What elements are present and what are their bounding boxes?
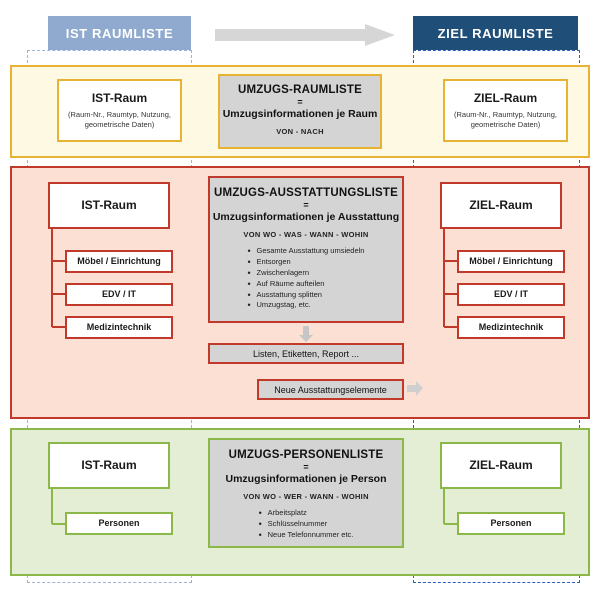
equipment-right-child-1-label: EDV / IT (493, 288, 528, 299)
header-ziel-raumliste: ZIEL RAUMLISTE (413, 16, 578, 50)
header-ist-raumliste: IST RAUMLISTE (48, 16, 191, 50)
rooms-panel-title: UMZUGS-RAUMLISTE (238, 84, 362, 96)
persons-bullet-2: Neue Telefonnummer etc. (259, 529, 354, 542)
rooms-ist-raum-detail: (Raum-Nr., Raumtyp, Nutzung, geometrisch… (68, 109, 171, 129)
rooms-ist-raum-box: IST-Raum (Raum-Nr., Raumtyp, Nutzung, ge… (57, 79, 182, 142)
rooms-panel-subtitle: Umzugsinformationen je Raum (222, 108, 378, 120)
equipment-left-child-2-label: Medizintechnik (86, 321, 152, 332)
persons-right-child-0-label: Personen (490, 517, 532, 528)
persons-right-child-0: Personen (457, 512, 565, 535)
equipment-output-0: Listen, Etiketten, Report ... (208, 343, 404, 364)
equipment-output-1: Neue Ausstattungselemente (257, 379, 404, 400)
equipment-bullet-3: Auf Räume aufteilen (248, 278, 365, 291)
persons-ziel-raum-title: ZIEL-Raum (469, 458, 533, 472)
equipment-right-child-2: Medizintechnik (457, 316, 565, 339)
header-ist-label: IST RAUMLISTE (65, 25, 174, 41)
equipment-bullet-0: Gesamte Ausstattung umsiedeln (248, 245, 365, 258)
persons-bullet-1: Schlüsselnummer (259, 518, 354, 531)
persons-panel-keys: VON WO - WER - WANN - WOHIN (243, 492, 369, 501)
persons-ist-raum-box: IST-Raum (48, 442, 170, 489)
equipment-bullet-2: Zwischenlagern (248, 267, 365, 280)
persons-left-connector (51, 489, 66, 525)
equipment-panel-subtitle: Umzugsinformationen je Ausstattung (212, 211, 400, 223)
right-arrow-small-icon (407, 381, 423, 401)
rooms-panel-equals: = (297, 97, 303, 107)
persons-left-child-0-label: Personen (98, 517, 140, 528)
equipment-right-child-1: EDV / IT (457, 283, 565, 306)
persons-center-panel: UMZUGS-PERSONENLISTE = Umzugsinformation… (208, 438, 404, 548)
equipment-panel-bullets: Gesamte Ausstattung umsiedeln Entsorgen … (248, 245, 365, 312)
rooms-ist-raum-title: IST-Raum (91, 90, 148, 105)
persons-panel-equals: = (303, 462, 309, 472)
equipment-left-child-0: Möbel / Einrichtung (65, 250, 173, 273)
equipment-bullet-4: Ausstattung splitten (248, 289, 365, 302)
equipment-right-child-2-label: Medizintechnik (478, 321, 544, 332)
equipment-ist-raum-box: IST-Raum (48, 182, 170, 229)
equipment-center-panel: UMZUGS-AUSSTATTUNGSLISTE = Umzugsinforma… (208, 176, 404, 323)
equipment-left-child-1-label: EDV / IT (101, 288, 136, 299)
rooms-ziel-raum-title: ZIEL-Raum (473, 90, 538, 105)
persons-ist-raum-title: IST-Raum (81, 458, 137, 472)
equipment-ziel-raum-box: ZIEL-Raum (440, 182, 562, 229)
rooms-ziel-raum-box: ZIEL-Raum (Raum-Nr., Raumtyp, Nutzung, g… (443, 79, 568, 142)
header-ziel-label: ZIEL RAUMLISTE (437, 25, 554, 41)
equipment-right-child-0: Möbel / Einrichtung (457, 250, 565, 273)
rooms-panel-keys: VON - NACH (276, 127, 324, 136)
right-arrow-icon (215, 24, 395, 46)
persons-panel-title: UMZUGS-PERSONENLISTE (228, 449, 384, 461)
equipment-bullet-1: Entsorgen (248, 256, 365, 269)
persons-right-connector (443, 489, 458, 525)
equipment-left-child-0-label: Möbel / Einrichtung (77, 255, 161, 266)
equipment-panel-equals: = (303, 200, 309, 210)
equipment-output-0-label: Listen, Etiketten, Report ... (252, 348, 360, 359)
equipment-panel-title: UMZUGS-AUSSTATTUNGSLISTE (214, 187, 398, 199)
equipment-panel-keys: VON WO - WAS - WANN - WOHIN (243, 230, 369, 239)
rooms-center-panel: UMZUGS-RAUMLISTE = Umzugsinformationen j… (218, 74, 382, 149)
persons-panel-bullets: Arbeitsplatz Schlüsselnummer Neue Telefo… (259, 507, 354, 542)
persons-bullet-0: Arbeitsplatz (259, 507, 354, 520)
persons-ziel-raum-box: ZIEL-Raum (440, 442, 562, 489)
equipment-left-child-1: EDV / IT (65, 283, 173, 306)
equipment-left-child-2: Medizintechnik (65, 316, 173, 339)
down-arrow-icon (299, 326, 313, 347)
persons-panel-subtitle: Umzugsinformationen je Person (225, 473, 387, 485)
equipment-right-connector (443, 229, 458, 328)
equipment-right-child-0-label: Möbel / Einrichtung (469, 255, 553, 266)
equipment-left-connector (51, 229, 66, 328)
equipment-output-1-label: Neue Ausstattungselemente (274, 384, 387, 395)
equipment-ist-raum-title: IST-Raum (81, 198, 137, 212)
equipment-ziel-raum-title: ZIEL-Raum (469, 198, 533, 212)
equipment-bullet-5: Umzugstag, etc. (248, 299, 365, 312)
rooms-ziel-raum-detail: (Raum-Nr., Raumtyp, Nutzung, geometrisch… (454, 109, 557, 129)
persons-left-child-0: Personen (65, 512, 173, 535)
